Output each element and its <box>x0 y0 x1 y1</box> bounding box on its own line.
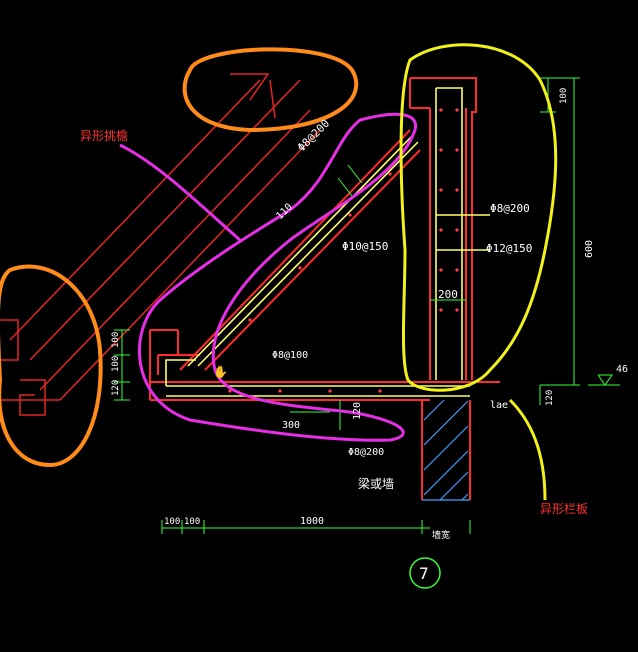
dim-100-top: 100 <box>559 88 569 104</box>
dim-300: 300 <box>282 420 300 431</box>
elevation-label: 46 <box>616 364 628 375</box>
dim-100-bottom-a: 100 <box>164 517 180 527</box>
right-annotation: 异形栏板 <box>540 501 588 516</box>
left-annotation: 异形挑檐 <box>80 129 128 143</box>
rebar-label-phi8-200-bottom: Φ8@200 <box>348 447 384 458</box>
dim-200: 200 <box>438 288 458 301</box>
rebar-dots <box>228 108 459 393</box>
dim-120-right: 120 <box>545 390 555 406</box>
beam-hatch <box>422 399 470 501</box>
magenta-markers <box>119 112 417 442</box>
rebar-lines <box>165 87 490 397</box>
orange-markers <box>0 47 359 468</box>
dim-100-left-a: 100 <box>111 356 121 372</box>
yellow-markers <box>399 43 558 501</box>
rebar-label-phi8-200-b: Φ8@200 <box>490 202 530 215</box>
background-outline-left <box>0 73 321 416</box>
dim-100-left-b: 100 <box>111 332 121 348</box>
beam-or-wall-label: 梁或墙 <box>358 476 394 491</box>
dim-120-left: 120 <box>111 380 121 396</box>
rebar-label-phi10-150: Φ10@150 <box>342 240 388 253</box>
rebar-label-phi12-150: Φ12@150 <box>486 242 532 255</box>
dim-100-bottom-b: 100 <box>184 517 200 527</box>
rebar-label-phi8-100: Φ8@100 <box>272 350 308 361</box>
dim-lae: lae <box>490 400 508 411</box>
detail-symbol: 7 <box>409 557 441 589</box>
detail-number: 7 <box>419 564 429 583</box>
hand-cursor-icon: ✋ <box>213 365 228 379</box>
concrete-outline <box>149 77 500 500</box>
dim-wall-width: 墙宽 <box>432 529 450 541</box>
dim-120-slab: 120 <box>352 402 363 420</box>
dim-1000: 1000 <box>300 516 324 527</box>
dim-600: 600 <box>584 240 595 258</box>
dimension-lines <box>114 77 620 534</box>
